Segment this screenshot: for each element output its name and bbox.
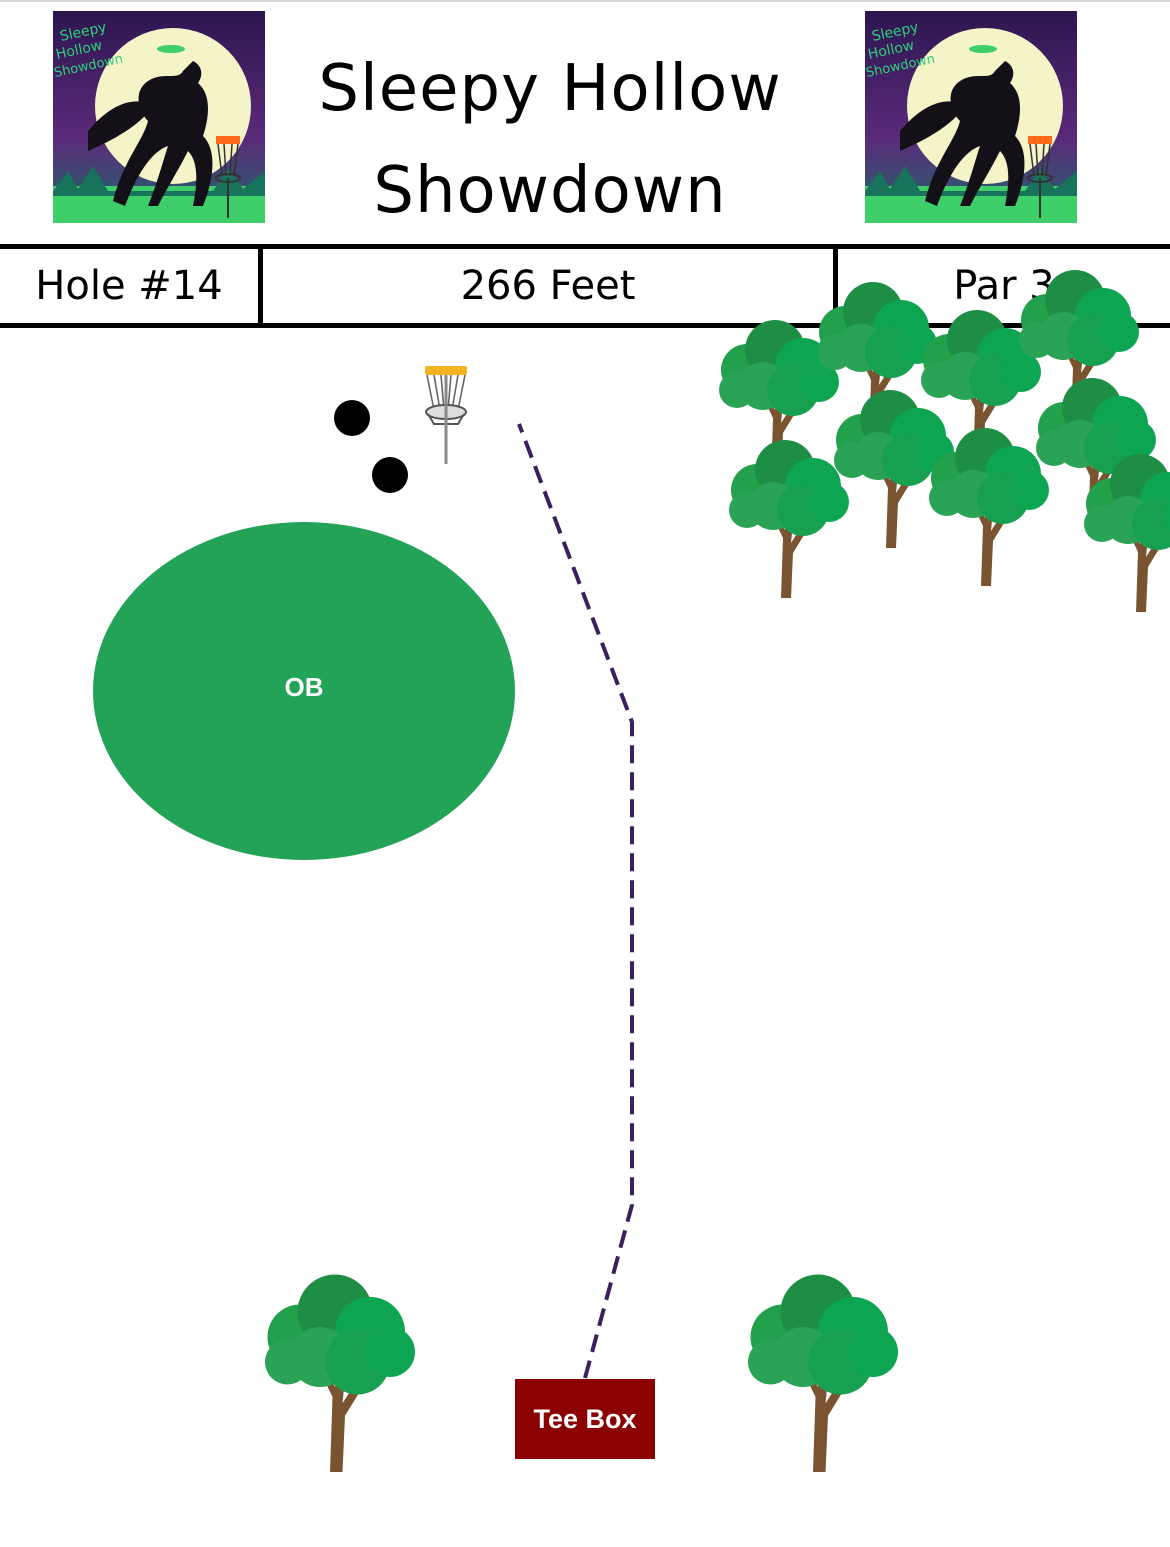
tree-icon (729, 440, 849, 598)
flight-path (517, 423, 634, 1379)
event-logo-right: Sleepy Hollow Showdown (865, 11, 1077, 223)
hole-distance: 266 Feet (460, 263, 636, 309)
tee-box: Tee Box (515, 1379, 655, 1459)
page-title: Sleepy Hollow Showdown (300, 38, 800, 242)
ob-label: OB (284, 672, 324, 702)
title-line-1: Sleepy Hollow (318, 52, 782, 126)
tree-icon (748, 1274, 898, 1472)
top-border (0, 0, 1170, 2)
divider (833, 249, 838, 323)
divider (258, 249, 263, 323)
title-line-2: Showdown (373, 154, 727, 228)
obstacle-dot-icon (334, 400, 370, 436)
obstacle-dot-icon (372, 457, 408, 493)
disc-golf-basket-icon (425, 366, 467, 464)
hole-info-bar: Hole #14 266 Feet Par 3 (0, 244, 1170, 328)
tree-icon (265, 1274, 415, 1472)
ob-zone (93, 522, 515, 860)
event-logo-left: Sleepy Hollow Showdown (53, 11, 265, 223)
hole-number: Hole #14 (35, 263, 223, 309)
